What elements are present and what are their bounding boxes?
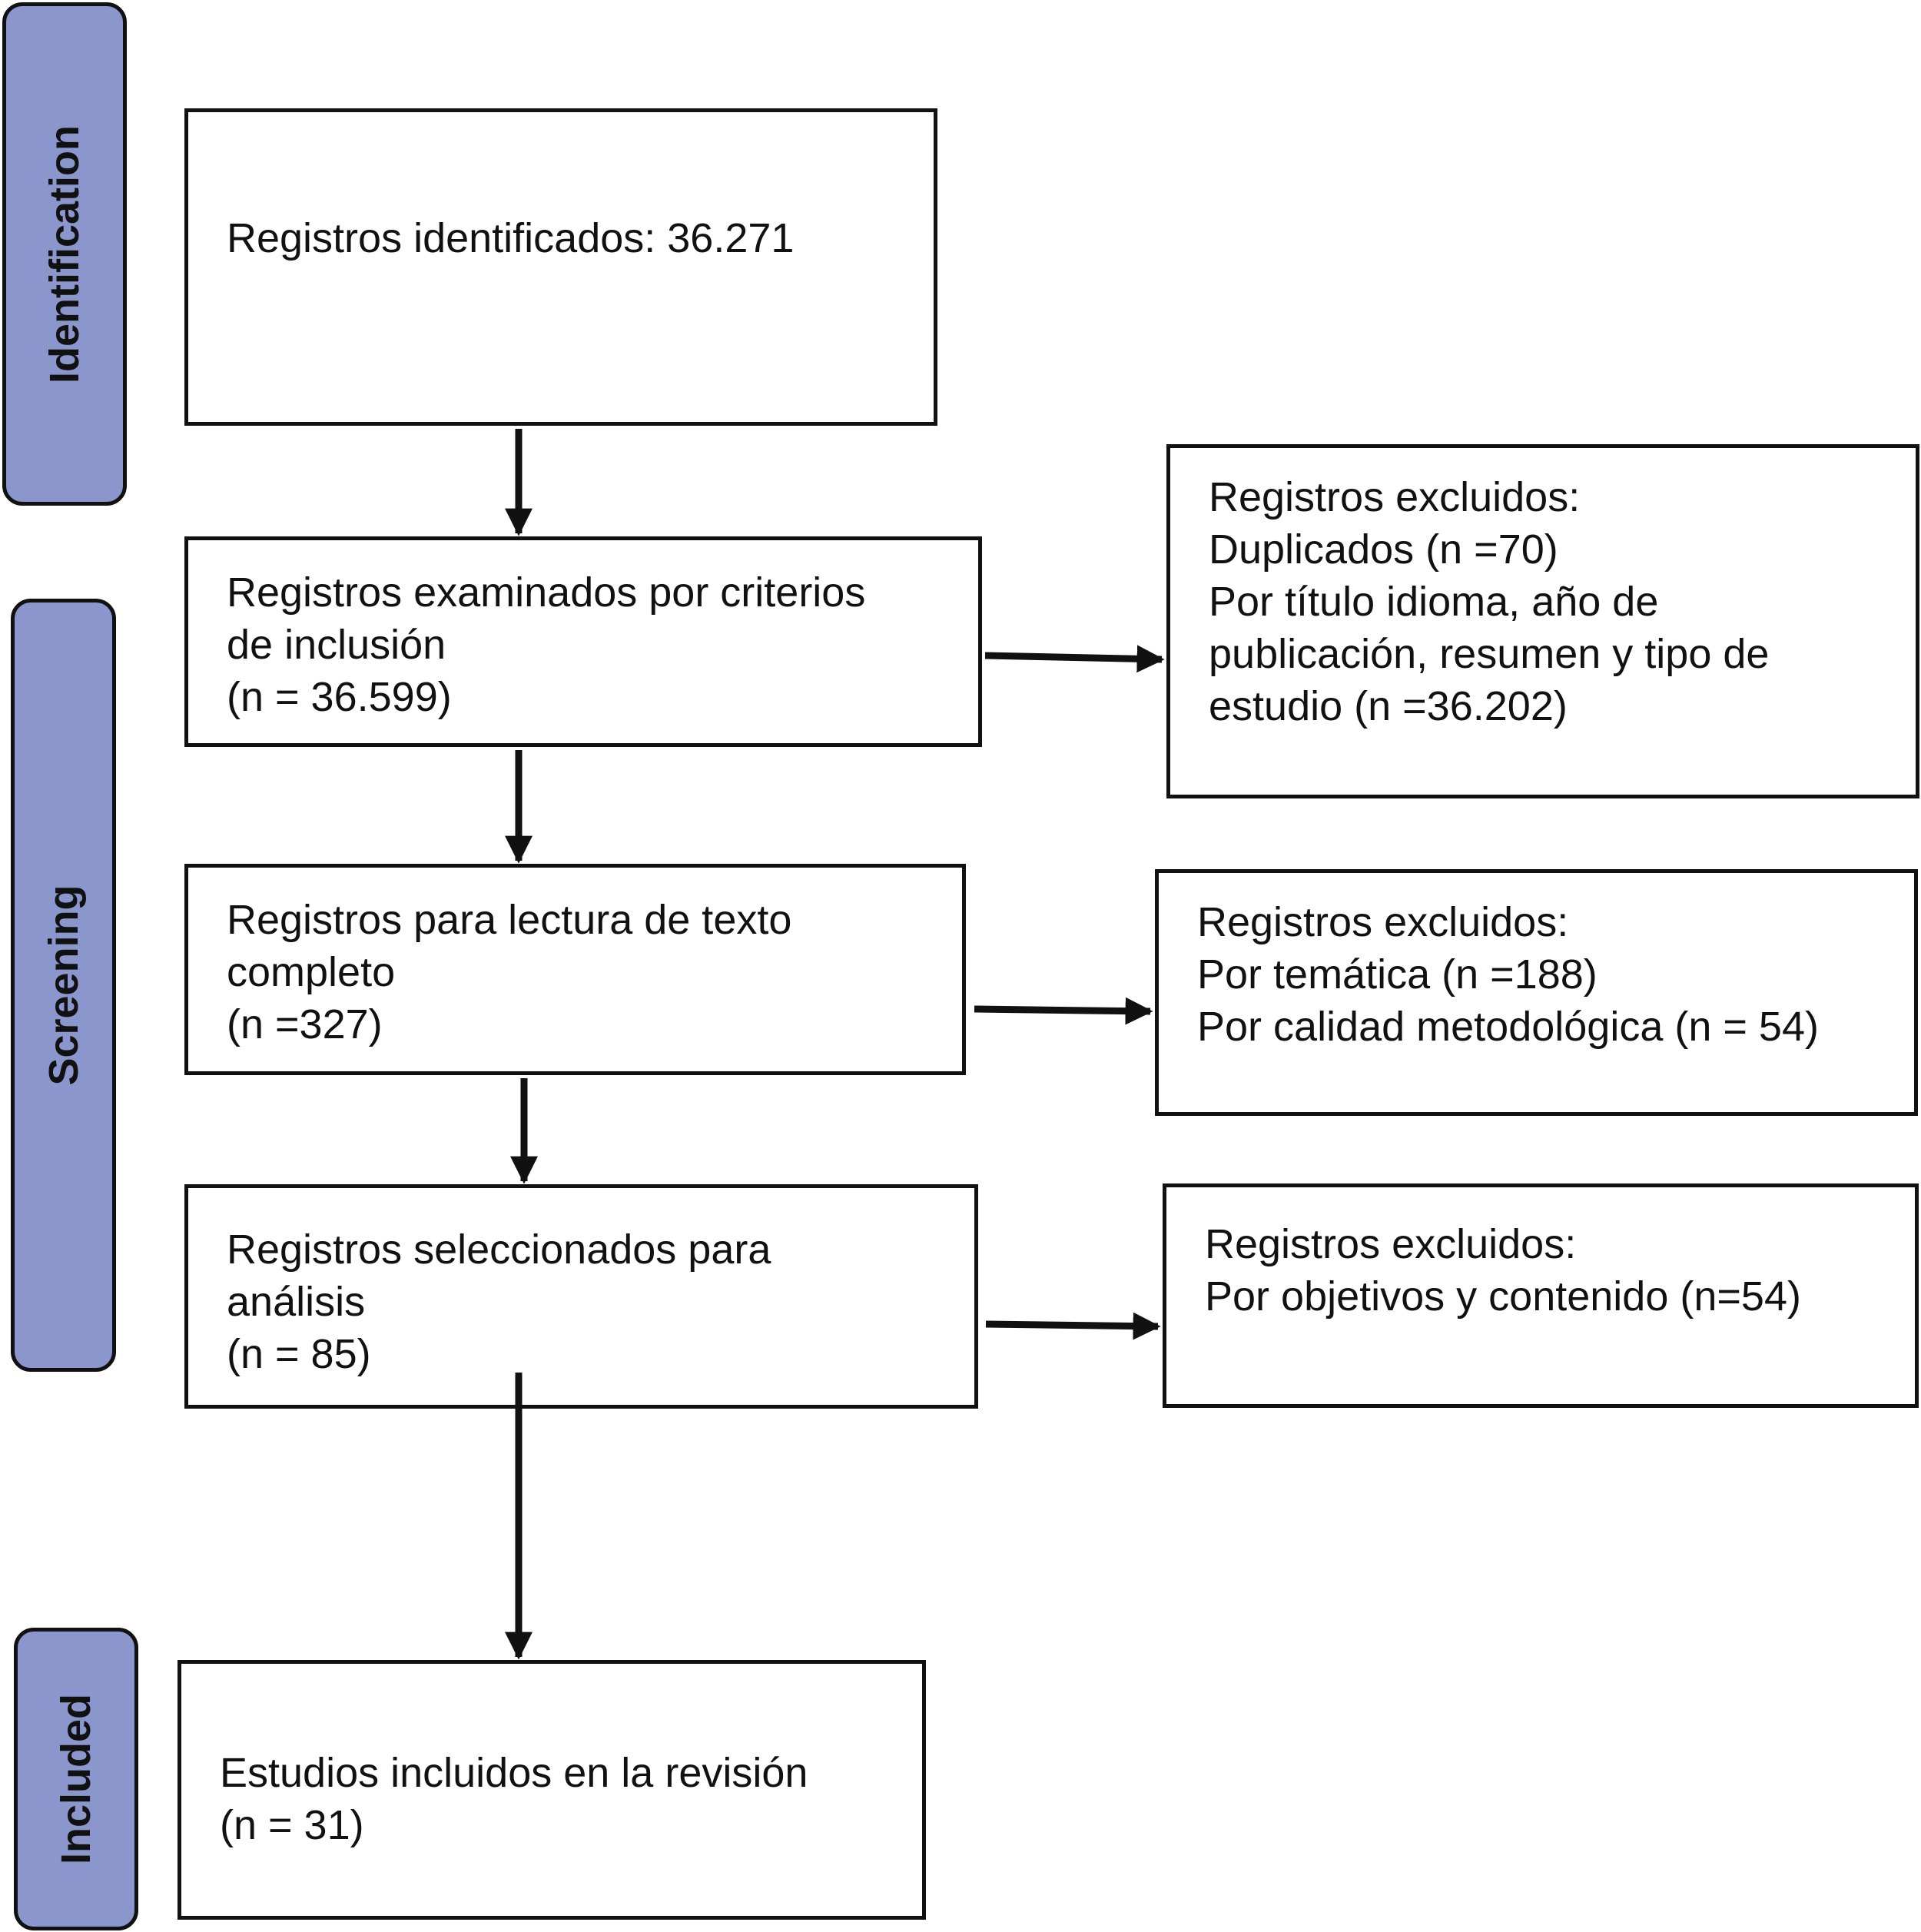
excluded-box-2: Registros excluidos: Por temática (n =18… — [1155, 869, 1918, 1116]
excluded-1-line-3: Por título idioma, año de — [1209, 579, 1659, 625]
excluded-2-text: Registros excluidos: Por temática (n =18… — [1197, 896, 1819, 1053]
identified-line-1: Registros identificados: 36.271 — [227, 215, 795, 261]
selected-box: Registros seleccionados para análisis (n… — [184, 1184, 978, 1409]
excluded-1-line-4: publicación, resumen y tipo de — [1209, 631, 1770, 677]
screened-line-3: (n = 36.599) — [227, 674, 452, 720]
excluded-1-text: Registros excluidos: Duplicados (n =70) … — [1209, 471, 1769, 732]
fulltext-line-1: Registros para lectura de texto — [227, 897, 792, 943]
screened-text: Registros examinados por criterios de in… — [227, 566, 865, 723]
excluded-box-3: Registros excluidos: Por objetivos y con… — [1163, 1183, 1919, 1408]
excluded-3-line-2: Por objetivos y contenido (n=54) — [1205, 1273, 1801, 1320]
included-line-1: Estudios incluidos en la revisión — [220, 1750, 808, 1796]
identified-text: Registros identificados: 36.271 — [227, 212, 794, 264]
selected-line-1: Registros seleccionados para — [227, 1227, 771, 1273]
excluded-box-1: Registros excluidos: Duplicados (n =70) … — [1166, 444, 1919, 798]
arrow-selected-to-excluded-3 — [985, 1312, 1161, 1340]
stage-identification: Identification — [2, 2, 127, 506]
selected-line-3: (n = 85) — [227, 1331, 371, 1377]
screened-box: Registros examinados por criterios de in… — [184, 536, 982, 747]
excluded-1-line-1: Registros excluidos: — [1209, 474, 1581, 520]
fulltext-line-3: (n =327) — [227, 1001, 383, 1047]
excluded-1-line-5: estudio (n =36.202) — [1209, 683, 1568, 729]
identified-box: Registros identificados: 36.271 — [184, 108, 937, 426]
arrow-screened-to-excluded-1 — [984, 645, 1165, 673]
selected-line-2: análisis — [227, 1279, 366, 1325]
excluded-3-line-1: Registros excluidos: — [1205, 1221, 1577, 1267]
excluded-2-line-3: Por calidad metodológica (n = 54) — [1197, 1004, 1819, 1050]
excluded-2-line-1: Registros excluidos: — [1197, 899, 1569, 945]
excluded-1-line-2: Duplicados (n =70) — [1209, 526, 1558, 573]
included-box: Estudios incluidos en la revisión (n = 3… — [178, 1660, 926, 1920]
included-line-2: (n = 31) — [220, 1802, 364, 1848]
stage-screening: Screening — [11, 599, 116, 1372]
excluded-3-text: Registros excluidos: Por objetivos y con… — [1205, 1218, 1801, 1323]
screened-line-2: de inclusión — [227, 622, 446, 668]
arrow-fulltext-to-excluded-2 — [974, 997, 1153, 1025]
screened-line-1: Registros examinados por criterios — [227, 569, 866, 616]
fulltext-box: Registros para lectura de texto completo… — [184, 864, 966, 1075]
included-text: Estudios incluidos en la revisión (n = 3… — [220, 1747, 808, 1851]
selected-text: Registros seleccionados para análisis (n… — [227, 1223, 771, 1380]
stage-included: Included — [14, 1628, 138, 1930]
excluded-2-line-2: Por temática (n =188) — [1197, 951, 1598, 998]
fulltext-line-2: completo — [227, 949, 396, 995]
fulltext-text: Registros para lectura de texto completo… — [227, 894, 791, 1051]
